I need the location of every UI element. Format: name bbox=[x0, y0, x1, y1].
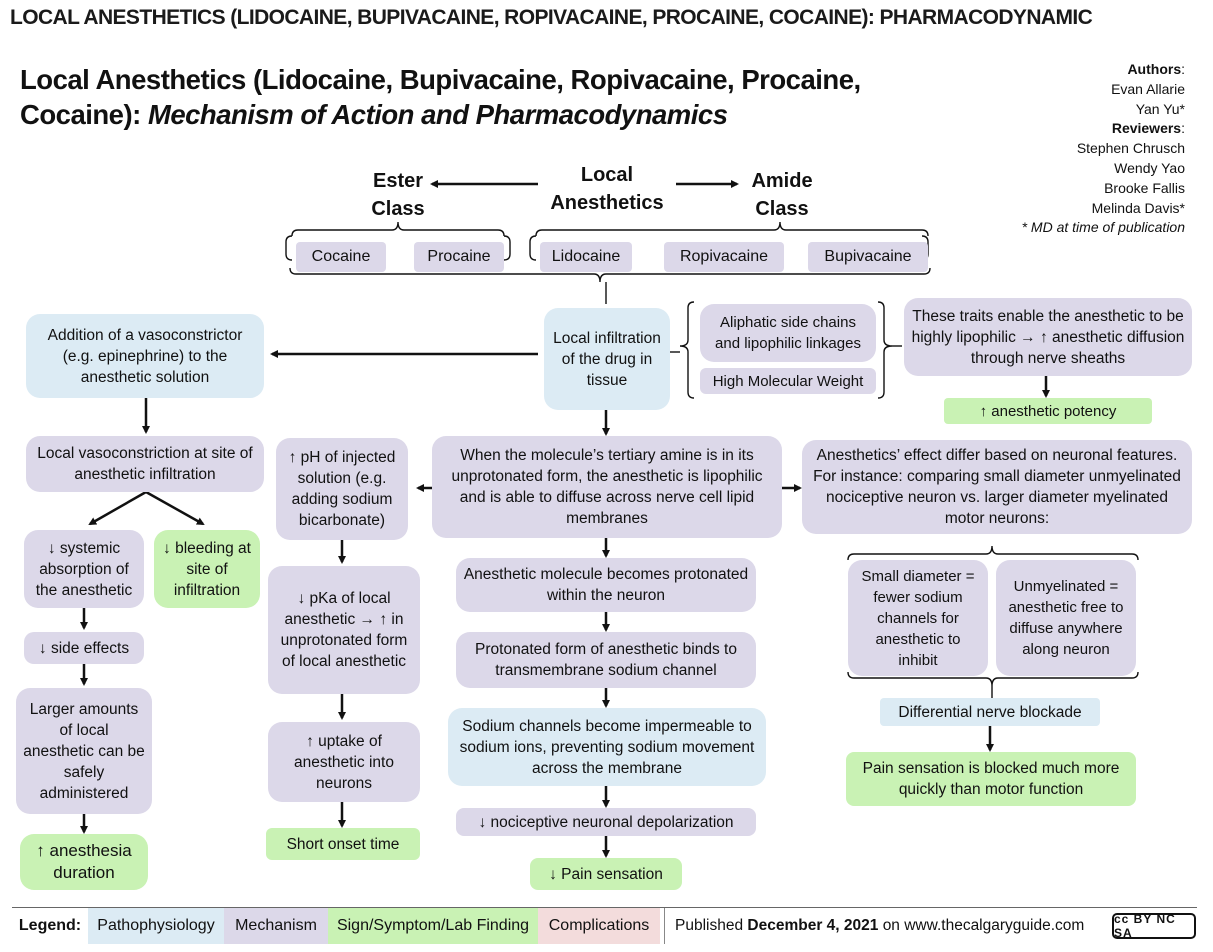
legend-sign-symptom: Sign/Symptom/Lab Finding bbox=[328, 908, 538, 944]
legend-label: Legend: bbox=[18, 917, 82, 934]
published-prefix: Published bbox=[675, 917, 744, 934]
protonated-node: Anesthetic molecule becomes protonated w… bbox=[456, 558, 756, 612]
drug-cocaine: Cocaine bbox=[296, 242, 386, 272]
ester-class-heading: Ester Class bbox=[371, 170, 425, 220]
unmyelinated-node: Unmyelinated = anesthetic free to diffus… bbox=[996, 560, 1136, 676]
published-date: December 4, 2021 bbox=[747, 917, 879, 934]
lipophilic-traits-node: These traits enable the anesthetic to be… bbox=[904, 298, 1192, 376]
small-diameter-node: Small diameter = fewer sodium channels f… bbox=[848, 560, 988, 676]
aliphatic-chains-node: Aliphatic side chains and lipophilic lin… bbox=[700, 304, 876, 362]
pain-blocked-node: Pain sensation is blocked much more quic… bbox=[846, 752, 1136, 806]
legend-mechanism: Mechanism bbox=[224, 908, 328, 944]
legend-pathophysiology: Pathophysiology bbox=[88, 908, 224, 944]
pain-sensation-node: ↓ Pain sensation bbox=[530, 858, 682, 890]
legend: Legend: Pathophysiology Mechanism Sign/S… bbox=[0, 908, 1213, 944]
reviewer-name: Brooke Fallis bbox=[1104, 179, 1185, 196]
published-line: Published December 4, 2021 on www.thecal… bbox=[664, 908, 1104, 944]
vasoconstrictor-node: Addition of a vasoconstrictor (e.g. epin… bbox=[26, 314, 264, 398]
page-title: Local Anesthetics (Lidocaine, Bupivacain… bbox=[20, 62, 950, 132]
tertiary-amine-node: When the molecule’s tertiary amine is in… bbox=[432, 436, 782, 538]
authors-label: Authors bbox=[1127, 61, 1182, 77]
systemic-absorption-node: ↓ systemic absorption of the anesthetic bbox=[24, 530, 144, 608]
anesthesia-duration-node: ↑ anesthesia duration bbox=[20, 834, 148, 890]
drug-bupivacaine: Bupivacaine bbox=[808, 242, 928, 272]
published-suffix: on www.thecalgaryguide.com bbox=[882, 917, 1085, 934]
neuronal-features-node: Anesthetics’ effect differ based on neur… bbox=[802, 440, 1192, 534]
reviewer-name: Melinda Davis* bbox=[1091, 199, 1185, 216]
uptake-node: ↑ uptake of anesthetic into neurons bbox=[268, 722, 420, 802]
drug-ropivacaine: Ropivacaine bbox=[664, 242, 784, 272]
high-molecular-weight-node: High Molecular Weight bbox=[700, 368, 876, 394]
credits-note: * MD at time of publication bbox=[1021, 219, 1185, 236]
differential-blockade-node: Differential nerve blockade bbox=[880, 698, 1100, 726]
local-infiltration-node: Local infiltration of the drug in tissue bbox=[544, 308, 670, 410]
title-main: Local Anesthetics (Lidocaine, Bupivacain… bbox=[20, 64, 861, 130]
onset-time-node: Short onset time bbox=[266, 828, 420, 860]
binds-channel-node: Protonated form of anesthetic binds to t… bbox=[456, 632, 756, 688]
creative-commons-license-icon: cc BY NC SA bbox=[1112, 912, 1196, 940]
amide-class-heading: Amide Class bbox=[751, 170, 813, 220]
larger-amounts-node: Larger amounts of local anesthetic can b… bbox=[16, 688, 152, 814]
legend-divider bbox=[12, 907, 1197, 908]
vasoconstriction-node: Local vasoconstriction at site of anesth… bbox=[26, 436, 264, 492]
potency-node: ↑ anesthetic potency bbox=[944, 398, 1152, 424]
side-effects-node: ↓ side effects bbox=[24, 632, 144, 664]
author-name: Evan Allarie bbox=[1111, 80, 1185, 97]
drug-lidocaine: Lidocaine bbox=[540, 242, 632, 272]
local-anesthetics-heading: Local Anesthetics bbox=[550, 164, 664, 214]
reviewer-name: Stephen Chrusch bbox=[1076, 140, 1185, 157]
author-name: Yan Yu* bbox=[1135, 100, 1185, 117]
pka-node: ↓ pKa of local anesthetic → ↑ in unproto… bbox=[268, 566, 420, 694]
impermeable-node: Sodium channels become impermeable to so… bbox=[448, 708, 766, 786]
reviewer-name: Wendy Yao bbox=[1114, 159, 1185, 176]
depolarization-node: ↓ nociceptive neuronal depolarization bbox=[456, 808, 756, 836]
drug-procaine: Procaine bbox=[414, 242, 504, 272]
legend-complications: Complications bbox=[538, 908, 660, 944]
credits-block: Authors: Evan Allarie Yan Yu* Reviewers:… bbox=[925, 60, 1185, 238]
bleeding-node: ↓ bleeding at site of infiltration bbox=[154, 530, 260, 608]
ph-injected-node: ↑ pH of injected solution (e.g. adding s… bbox=[276, 438, 408, 540]
header-bar-title: LOCAL ANESTHETICS (LIDOCAINE, BUPIVACAIN… bbox=[10, 6, 1093, 29]
title-italic: Mechanism of Action and Pharmacodynamics bbox=[147, 99, 728, 130]
reviewers-label: Reviewers bbox=[1111, 120, 1182, 137]
